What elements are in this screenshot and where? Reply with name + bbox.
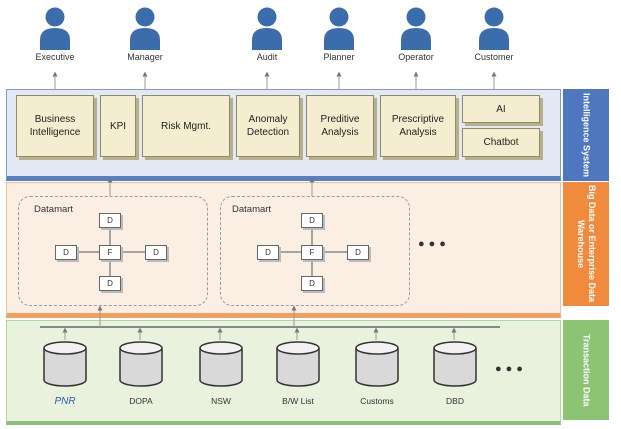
box-label: Prescriptive Analysis bbox=[391, 114, 445, 138]
box-risk-mgmt: Risk Mgmt. bbox=[142, 95, 230, 157]
dimension-box: D bbox=[257, 245, 279, 260]
database-label: DOPA bbox=[129, 396, 153, 406]
database-dbd: DBD bbox=[430, 340, 480, 406]
more-sources: ●●● bbox=[495, 363, 527, 375]
person-icon bbox=[479, 7, 509, 50]
database-icon bbox=[276, 341, 320, 387]
user-planner: Planner bbox=[314, 6, 364, 62]
transaction-bus bbox=[40, 305, 500, 340]
datamart-title: Datamart bbox=[232, 204, 272, 215]
user-label: Manager bbox=[127, 52, 163, 62]
database-pnr: PNR bbox=[40, 340, 90, 407]
box-label: AI bbox=[496, 103, 506, 115]
transaction-tag: Transaction Data bbox=[563, 320, 609, 420]
intelligence-tag-label: Intelligence System bbox=[581, 92, 592, 178]
more-datamarts: ●●● bbox=[418, 238, 450, 250]
dimension-box: D bbox=[55, 245, 77, 260]
user-label: Executive bbox=[35, 52, 75, 62]
user-customer: Customer bbox=[469, 6, 519, 62]
person-icon bbox=[401, 7, 431, 50]
box-label: Chatbot bbox=[483, 137, 519, 148]
user-executive: Executive bbox=[30, 6, 80, 62]
user-operator: Operator bbox=[391, 6, 441, 62]
box-prescriptive-analysis: Prescriptive Analysis bbox=[380, 95, 456, 157]
user-audit: Audit bbox=[242, 6, 292, 62]
database-dopa: DOPA bbox=[116, 340, 166, 406]
box-label: Risk Mgmt. bbox=[161, 120, 211, 132]
warehouse-tag: Big Data or Enterprise Data Warehouse bbox=[563, 182, 609, 306]
intelligence-tag: Intelligence System bbox=[563, 89, 609, 181]
box-label: Business Intelligence bbox=[29, 114, 81, 138]
warehouse-layer bbox=[6, 182, 561, 318]
database-label: PNR bbox=[54, 396, 76, 407]
box-preditive-analysis: Preditive Analysis bbox=[306, 95, 374, 157]
fact-box: F bbox=[301, 245, 323, 260]
box-label: Anomaly Detection bbox=[246, 114, 290, 138]
box-label: KPI bbox=[109, 120, 127, 132]
database-icon bbox=[433, 341, 477, 387]
person-icon bbox=[252, 7, 282, 50]
dimension-box: D bbox=[301, 276, 323, 291]
person-icon bbox=[40, 7, 70, 50]
database-nsw: NSW bbox=[196, 340, 246, 406]
user-manager: Manager bbox=[120, 6, 170, 62]
person-icon bbox=[130, 7, 160, 50]
database-label: Customs bbox=[360, 396, 394, 406]
database-icon bbox=[355, 341, 399, 387]
transaction-tag-label: Transaction Data bbox=[581, 333, 592, 407]
datamart-2 bbox=[220, 196, 410, 306]
box-anomaly-detection: Anomaly Detection bbox=[236, 95, 300, 157]
box-kpi: KPI bbox=[100, 95, 136, 157]
user-label: Planner bbox=[323, 52, 355, 62]
database-label: DBD bbox=[446, 396, 464, 406]
warehouse-tag-label: Big Data or Enterprise Data Warehouse bbox=[576, 185, 597, 303]
user-label: Customer bbox=[474, 52, 514, 62]
database-icon bbox=[199, 341, 243, 387]
database-label: B/W List bbox=[282, 396, 314, 406]
database-label: NSW bbox=[211, 396, 231, 406]
dimension-box: D bbox=[347, 245, 369, 260]
box-ai: AI bbox=[462, 95, 540, 123]
database-icon bbox=[119, 341, 163, 387]
person-icon bbox=[324, 7, 354, 50]
box-label: Preditive Analysis bbox=[320, 114, 360, 138]
warehouse-arrows bbox=[107, 177, 315, 196]
box-business-intelligence: Business Intelligence bbox=[16, 95, 94, 157]
dimension-box: D bbox=[99, 213, 121, 228]
fact-box: F bbox=[99, 245, 121, 260]
box-chatbot: Chatbot bbox=[462, 128, 540, 157]
user-label: Audit bbox=[256, 52, 278, 62]
database-bw-list: B/W List bbox=[273, 340, 323, 406]
user-label: Operator bbox=[398, 52, 434, 62]
database-icon bbox=[43, 341, 87, 387]
dimension-box: D bbox=[145, 245, 167, 260]
datamart-1 bbox=[18, 196, 208, 306]
database-customs: Customs bbox=[352, 340, 402, 406]
datamart-title: Datamart bbox=[34, 204, 74, 215]
dimension-box: D bbox=[301, 213, 323, 228]
dimension-box: D bbox=[99, 276, 121, 291]
